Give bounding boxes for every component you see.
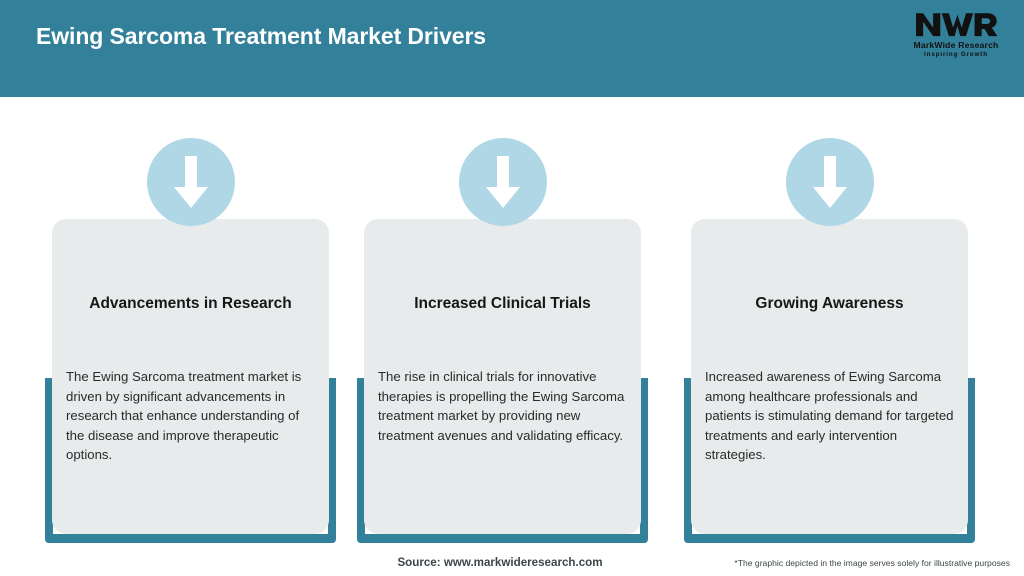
logo-company-name: MarkWide Research xyxy=(913,40,999,50)
card-surface: Increased Clinical Trials The rise in cl… xyxy=(364,219,641,534)
logo-tagline: Inspiring Growth xyxy=(924,51,988,58)
card-body-text: The rise in clinical trials for innovati… xyxy=(378,369,625,443)
card-title: Increased Clinical Trials xyxy=(414,295,591,312)
page-title: Ewing Sarcoma Treatment Market Drivers xyxy=(36,23,486,49)
disclaimer-label: *The graphic depicted in the image serve… xyxy=(734,558,1010,568)
header-band: Ewing Sarcoma Treatment Market Drivers M… xyxy=(0,0,1024,97)
card-accent-frame xyxy=(45,378,336,543)
driver-card-2[interactable]: Increased Clinical Trials The rise in cl… xyxy=(357,138,648,543)
card-accent-frame xyxy=(684,378,975,543)
card-accent-frame xyxy=(357,378,648,543)
brand-logo: MarkWide Research Inspiring Growth xyxy=(904,9,1008,59)
card-icon-badge xyxy=(458,138,547,226)
card-title: Advancements in Research xyxy=(89,295,292,312)
card-body-text: The Ewing Sarcoma treatment market is dr… xyxy=(66,369,302,462)
card-icon-badge xyxy=(146,138,235,226)
card-icon-badge xyxy=(785,138,874,226)
arrow-down-icon xyxy=(173,156,208,208)
source-label: Source: www.markwideresearch.com xyxy=(397,556,603,569)
card-surface: Growing Awareness Increased awareness of… xyxy=(691,219,968,534)
drivers-card-group: Advancements in Research The Ewing Sarco… xyxy=(0,97,1024,547)
arrow-down-icon xyxy=(812,156,847,208)
driver-card-1[interactable]: Advancements in Research The Ewing Sarco… xyxy=(45,138,336,543)
card-surface: Advancements in Research The Ewing Sarco… xyxy=(52,219,329,534)
mwr-monogram-icon xyxy=(916,13,998,37)
card-body-text: Increased awareness of Ewing Sarcoma amo… xyxy=(705,369,954,462)
driver-card-3[interactable]: Growing Awareness Increased awareness of… xyxy=(684,138,975,543)
card-title: Growing Awareness xyxy=(755,295,904,312)
arrow-down-icon xyxy=(485,156,520,208)
